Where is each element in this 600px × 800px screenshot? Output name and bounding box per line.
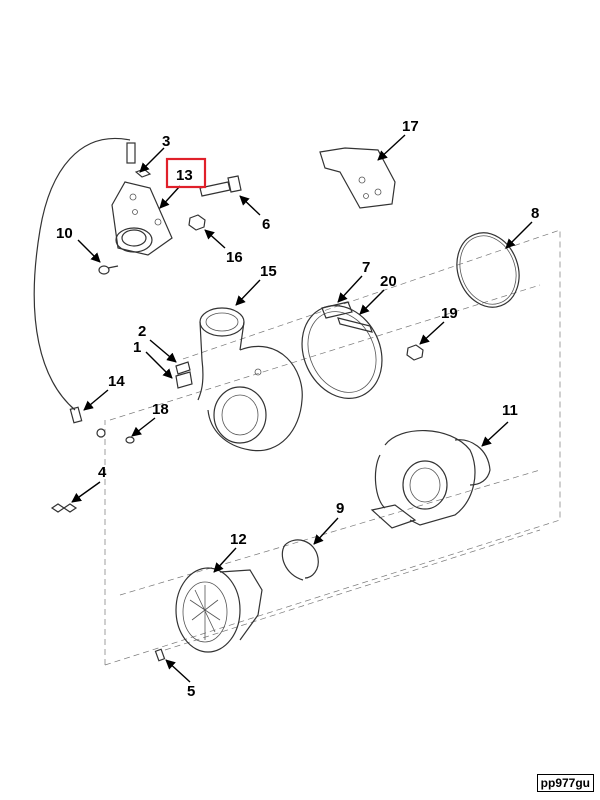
leader-8 bbox=[505, 221, 533, 249]
part-8-o-ring bbox=[456, 232, 520, 308]
part-15-compressor-housing bbox=[197, 307, 303, 452]
callout-8: 8 bbox=[531, 205, 539, 222]
part-20-t-bolt bbox=[337, 317, 373, 333]
part-13-actuator-bracket bbox=[111, 181, 173, 256]
fitting-18a bbox=[96, 428, 106, 438]
leader-4 bbox=[71, 481, 101, 503]
part-11-turbine-housing bbox=[370, 429, 491, 529]
part-12-cartridge-assembly bbox=[175, 567, 263, 653]
leader-12 bbox=[213, 547, 237, 573]
leader-17 bbox=[377, 134, 406, 161]
leader-2 bbox=[149, 339, 177, 363]
callout-6: 6 bbox=[262, 216, 270, 233]
part-19-nut bbox=[406, 344, 424, 361]
callout-20: 20 bbox=[380, 273, 397, 290]
leader-14 bbox=[83, 389, 109, 411]
callout-12: 12 bbox=[230, 531, 247, 548]
leader-1 bbox=[145, 351, 173, 379]
callout-2: 2 bbox=[138, 323, 146, 340]
leader-7 bbox=[337, 275, 363, 303]
leader-11 bbox=[481, 421, 509, 447]
callout-11: 11 bbox=[502, 402, 518, 419]
part-10-screw bbox=[98, 265, 119, 275]
leader-20 bbox=[359, 289, 385, 315]
fitting-18b bbox=[125, 436, 135, 444]
callout-16: 16 bbox=[226, 249, 243, 266]
callout-13: 13 bbox=[176, 167, 193, 184]
assembly-outline bbox=[104, 229, 561, 666]
leader-3 bbox=[139, 147, 165, 173]
leader-10 bbox=[77, 239, 101, 263]
part-4-clip bbox=[50, 503, 78, 513]
part-5-pin bbox=[154, 648, 166, 662]
callout-3: 3 bbox=[162, 133, 170, 150]
leader-15 bbox=[235, 279, 261, 306]
assembly-axis-1 bbox=[109, 284, 541, 421]
callout-1: 1 bbox=[133, 339, 141, 356]
leader-16 bbox=[204, 229, 226, 249]
part-14-sleeve bbox=[69, 406, 83, 424]
callout-10: 10 bbox=[56, 225, 73, 242]
leader-9 bbox=[313, 517, 339, 545]
callout-14: 14 bbox=[108, 373, 125, 390]
part-7-v-band-clamp bbox=[301, 301, 383, 399]
leader-5 bbox=[165, 659, 191, 683]
figure-reference-code: pp977gu bbox=[536, 774, 594, 792]
leader-19 bbox=[419, 321, 445, 345]
wastegate-hose bbox=[33, 137, 131, 411]
assembly-axis-2 bbox=[119, 469, 541, 596]
part-3-fitting bbox=[126, 142, 152, 178]
callout-4: 4 bbox=[98, 464, 107, 481]
callout-18: 18 bbox=[152, 401, 169, 418]
part-6-bolt bbox=[199, 175, 242, 197]
part-1-gasket bbox=[175, 371, 193, 389]
part-9-retaining-ring bbox=[281, 539, 319, 581]
callout-15: 15 bbox=[260, 263, 277, 280]
leader-18 bbox=[131, 417, 156, 437]
callout-13-highlight-box bbox=[165, 157, 207, 189]
part-16-nut bbox=[188, 214, 206, 231]
assembly-axis-3 bbox=[164, 529, 541, 651]
leader-13 bbox=[159, 185, 181, 209]
leader-6 bbox=[239, 195, 261, 216]
callout-9: 9 bbox=[336, 500, 344, 517]
part-2-plate bbox=[175, 361, 191, 375]
callout-5: 5 bbox=[187, 683, 195, 700]
callout-19: 19 bbox=[441, 305, 458, 322]
callout-17: 17 bbox=[402, 118, 419, 135]
part-17-bracket bbox=[319, 147, 396, 209]
callout-7: 7 bbox=[362, 259, 370, 276]
